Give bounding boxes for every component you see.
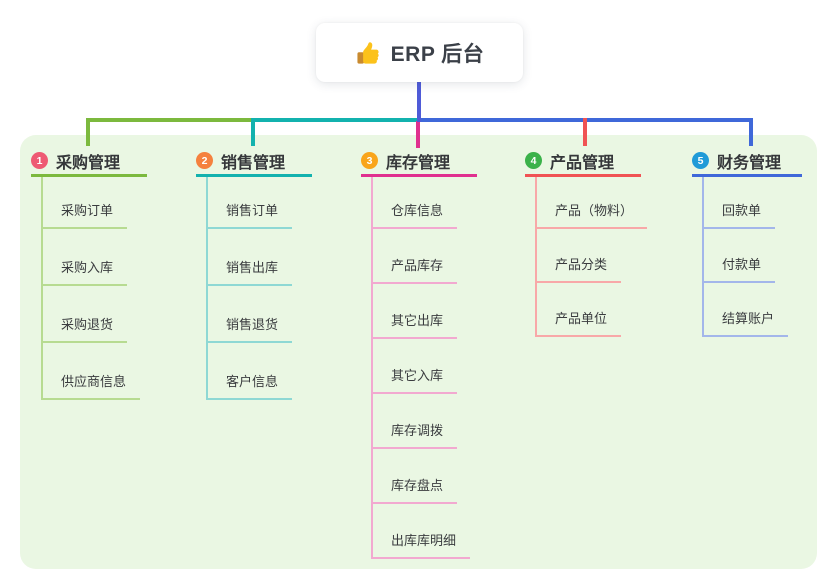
branch-node-finance[interactable]: 5 财务管理: [692, 147, 802, 177]
child-node[interactable]: 其它出库: [373, 311, 458, 339]
child-node[interactable]: 库存盘点: [373, 476, 458, 504]
child-node[interactable]: 产品（物料）: [537, 201, 648, 229]
connector-bus-branch1: [86, 118, 253, 122]
branch-node-sales[interactable]: 2 销售管理: [196, 147, 312, 177]
connector-drop-branch3: [416, 121, 420, 148]
child-node[interactable]: 其它入库: [373, 366, 458, 394]
branch-label: 产品管理: [550, 154, 615, 172]
branch-node-purchase[interactable]: 1 采购管理: [31, 147, 147, 177]
branch-label: 采购管理: [56, 154, 121, 172]
child-node[interactable]: 销售出库: [208, 258, 293, 286]
branch-label: 库存管理: [386, 154, 451, 172]
child-node[interactable]: 库存调拨: [373, 421, 458, 449]
child-node[interactable]: 采购入库: [43, 258, 128, 286]
branch-label: 销售管理: [221, 154, 286, 172]
badge-3-icon: 3: [361, 152, 378, 169]
branch-node-product[interactable]: 4 产品管理: [525, 147, 641, 177]
branch-purchase-management: 1 采购管理 采购订单采购入库采购退货供应商信息: [31, 147, 147, 400]
badge-2-icon: 2: [196, 152, 213, 169]
child-node[interactable]: 产品单位: [537, 309, 622, 337]
branch-children: 仓库信息产品库存其它出库其它入库库存调拨库存盘点出库库明细: [371, 177, 471, 559]
child-node[interactable]: 销售退货: [208, 315, 293, 343]
branch-children: 销售订单销售出库销售退货客户信息: [206, 177, 293, 400]
badge-4-icon: 4: [525, 152, 542, 169]
badge-1-icon: 1: [31, 152, 48, 169]
badge-5-icon: 5: [692, 152, 709, 169]
connector-drop-branch4: [583, 118, 587, 146]
branch-node-inventory[interactable]: 3 库存管理: [361, 147, 477, 177]
root-node[interactable]: ERP 后台: [316, 23, 523, 82]
branch-children: 产品（物料） 产品分类产品单位: [535, 177, 648, 337]
connector-drop-branch1: [86, 118, 90, 146]
child-node[interactable]: 出库库明细: [373, 531, 471, 559]
connector-bus-branch2: [251, 118, 421, 122]
branch-sales-management: 2 销售管理 销售订单销售出库销售退货客户信息: [196, 147, 312, 400]
branch-product-management: 4 产品管理 产品（物料） 产品分类产品单位: [525, 147, 648, 337]
root-node-label: ERP 后台: [390, 42, 485, 66]
branch-children: 采购订单采购入库采购退货供应商信息: [41, 177, 141, 400]
branch-finance-management: 5 财务管理 回款单付款单结算账户: [692, 147, 802, 337]
thumbs-up-icon: [355, 40, 381, 66]
connector-drop-branch2: [251, 118, 255, 146]
mindmap-panel: [20, 135, 817, 569]
connector-root: [417, 82, 421, 122]
child-node[interactable]: 产品库存: [373, 256, 458, 284]
child-node[interactable]: 产品分类: [537, 255, 622, 283]
child-node[interactable]: 结算账户: [704, 309, 789, 337]
connector-drop-branch5: [749, 118, 753, 146]
child-node[interactable]: 采购订单: [43, 201, 128, 229]
child-node[interactable]: 客户信息: [208, 372, 293, 400]
child-node[interactable]: 销售订单: [208, 201, 293, 229]
child-node[interactable]: 回款单: [704, 201, 776, 229]
child-node[interactable]: 采购退货: [43, 315, 128, 343]
child-node[interactable]: 付款单: [704, 255, 776, 283]
branch-label: 财务管理: [717, 154, 782, 172]
branch-inventory-management: 3 库存管理 仓库信息产品库存其它出库其它入库库存调拨库存盘点出库库明细: [361, 147, 477, 559]
branch-children: 回款单付款单结算账户: [702, 177, 789, 337]
child-node[interactable]: 仓库信息: [373, 201, 458, 229]
child-node[interactable]: 供应商信息: [43, 372, 141, 400]
